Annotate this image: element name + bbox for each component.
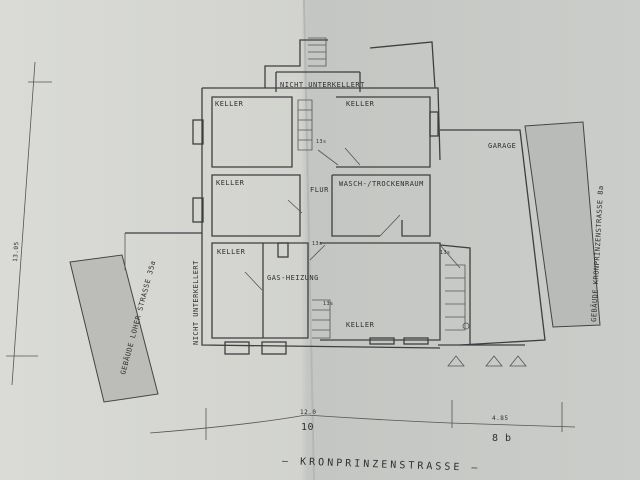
stair-label: 13s	[312, 241, 323, 247]
dimension-lines	[6, 61, 576, 440]
stair-label: 13s	[440, 250, 451, 256]
stair-label: 13s	[323, 301, 334, 307]
dimension-width-right: 4.85	[492, 415, 508, 422]
windows	[192, 111, 439, 355]
room-label-keller: KELLER	[346, 321, 375, 329]
room-label-keller: KELLER	[215, 100, 244, 108]
stair-label: 13s	[316, 139, 327, 145]
house-number-left: 10	[301, 422, 314, 433]
room-label-garage: GARAGE	[488, 142, 516, 150]
room-label-keller: KELLER	[346, 100, 375, 108]
house-number-right: 8 b	[492, 433, 512, 444]
paper-fold	[303, 0, 315, 480]
room-label-nicht-unterkellert-side: NICHT UNTERKELLERT	[192, 260, 200, 345]
building-walls	[124, 39, 546, 349]
dimension-width-left: 12.0	[300, 409, 316, 416]
room-label-keller: KELLER	[217, 248, 246, 256]
room-label-keller: KELLER	[216, 179, 245, 187]
room-label-wasch-trockenraum: WASCH-/TROCKENRAUM	[339, 180, 424, 188]
room-label-flur: FLUR	[310, 186, 329, 194]
door-swings	[244, 147, 461, 291]
room-label-gas-heizung: GAS-HEIZUNG	[267, 274, 319, 282]
staircases	[297, 37, 470, 339]
room-label-nicht-unterkellert-top: NICHT UNTERKELLERT	[280, 81, 365, 89]
entrance-markers	[447, 355, 527, 367]
dimension-depth: 13.05	[12, 241, 20, 262]
